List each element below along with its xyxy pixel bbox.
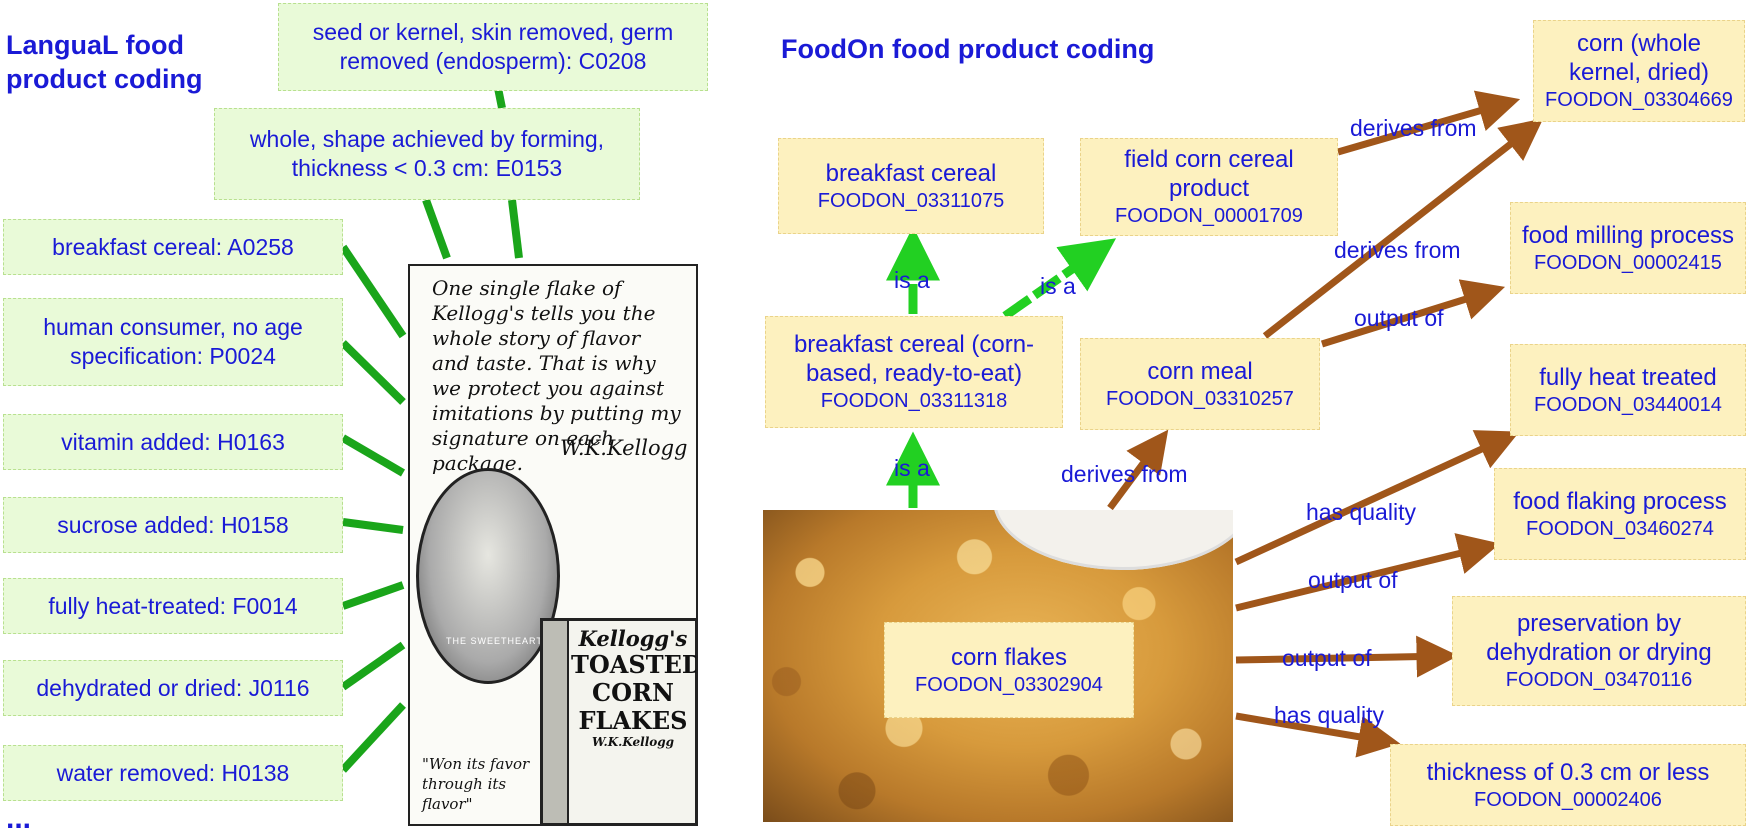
term-label: corn (whole kernel, dried) xyxy=(1568,30,1710,86)
langual-connector-8 xyxy=(340,702,406,773)
term-id: FOODON_00002406 xyxy=(1474,788,1662,811)
langual-code-box: sucrose added: H0158 xyxy=(3,497,343,553)
foodon-heading: FoodOn food product coding xyxy=(781,34,1155,64)
term-label: breakfast cereal (corn-based, ready-to-e… xyxy=(793,331,1035,387)
output-arrow-milling xyxy=(1320,279,1506,348)
term-label: corn flakes xyxy=(950,643,1068,671)
term-label: food milling process xyxy=(1521,221,1735,249)
package-line2: CORN xyxy=(592,678,674,707)
langual-connector-1a xyxy=(422,198,451,260)
langual-code-box: water removed: H0138 xyxy=(3,745,343,801)
foodon-term-fully-heat-treated: fully heat treated FOODON_03440014 xyxy=(1510,344,1746,436)
term-label: food flaking process xyxy=(1513,487,1727,515)
langual-code-box: human consumer, no age specification: P0… xyxy=(3,298,343,386)
term-id: FOODON_00001709 xyxy=(1115,205,1303,227)
langual-code-box: whole, shape achieved by forming, thickn… xyxy=(214,108,640,200)
package-signature: W.K.Kellogg xyxy=(591,735,675,749)
langual-connector-3 xyxy=(340,340,406,405)
relation-label-derives-from: derives from xyxy=(1061,461,1188,487)
is-a-arrow-fieldcorn xyxy=(1002,238,1117,320)
term-id: FOODON_03302904 xyxy=(915,673,1103,696)
term-label: thickness of 0.3 cm or less xyxy=(1426,758,1710,786)
foodon-term-field-corn: field corn cereal product FOODON_0000170… xyxy=(1080,138,1338,236)
portrait-caption: THE SWEETHEART OF THE CORN xyxy=(446,636,620,646)
relation-label-is-a: is a xyxy=(894,267,930,293)
foodon-term-dehydration: preservation by dehydration or drying FO… xyxy=(1452,596,1746,706)
langual-code-text: vitamin added: H0163 xyxy=(61,428,285,455)
foodon-term-corn-flakes: corn flakes FOODON_03302904 xyxy=(884,622,1134,718)
langual-connector-4 xyxy=(340,434,406,477)
langual-connector-2 xyxy=(339,244,407,339)
output-arrow-drying xyxy=(1235,635,1459,678)
langual-code-text: fully heat-treated: F0014 xyxy=(48,592,298,619)
foodon-term-food-flaking: food flaking process FOODON_03460274 xyxy=(1494,468,1746,560)
langual-code-box: dehydrated or dried: J0116 xyxy=(3,660,343,716)
derives-arrow-cornflakes xyxy=(1107,429,1169,511)
term-label: breakfast cereal xyxy=(825,159,997,187)
relation-label-derives-from: derives from xyxy=(1350,115,1477,141)
quality-arrow-heat xyxy=(1234,430,1520,566)
langual-code-text: dehydrated or dried: J0116 xyxy=(36,674,310,701)
relation-label-output-of: output of xyxy=(1282,645,1372,671)
langual-connector-7 xyxy=(340,641,406,691)
relation-label-derives-from: derives from xyxy=(1334,237,1461,263)
package-brand: Kellogg's xyxy=(578,626,688,651)
langual-code-text: human consumer, no age specification: P0… xyxy=(43,314,303,369)
term-label: corn meal xyxy=(1147,357,1253,385)
langual-code-box: seed or kernel, skin removed, germ remov… xyxy=(278,3,708,91)
langual-code-text: water removed: H0138 xyxy=(56,759,290,786)
output-arrow-flaking xyxy=(1235,533,1501,612)
advertisement-quote: "Won its favor through its flavor" xyxy=(422,755,530,813)
foodon-term-thickness: thickness of 0.3 cm or less FOODON_00002… xyxy=(1390,744,1746,826)
kelloggs-advertisement: One single flake of Kellogg's tells you … xyxy=(408,264,698,826)
langual-connector-1b xyxy=(508,199,523,259)
term-id: FOODON_03470116 xyxy=(1505,669,1693,691)
relation-label-output-of: output of xyxy=(1308,567,1398,593)
langual-code-text: breakfast cereal: A0258 xyxy=(52,233,294,260)
package-line1: TOASTED xyxy=(571,650,698,679)
term-id: FOODON_03304669 xyxy=(1545,89,1733,111)
foodon-term-corn-meal: corn meal FOODON_03310257 xyxy=(1080,338,1320,430)
package-front: Kellogg's TOASTED CORN FLAKES W.K.Kellog… xyxy=(571,626,698,750)
term-label: fully heat treated xyxy=(1539,363,1717,391)
relation-label-has-quality: has quality xyxy=(1306,499,1416,525)
term-id: FOODON_03460274 xyxy=(1526,517,1714,540)
term-label: preservation by dehydration or drying xyxy=(1486,610,1712,666)
langual-heading: LanguaL food product coding xyxy=(6,30,203,94)
langual-connector-6 xyxy=(341,581,405,610)
foodon-term-food-milling: food milling process FOODON_00002415 xyxy=(1510,202,1746,294)
langual-code-text: whole, shape achieved by forming, thickn… xyxy=(249,126,605,181)
foodon-term-breakfast-cereal-corn: breakfast cereal (corn-based, ready-to-e… xyxy=(765,316,1063,428)
langual-connector-0 xyxy=(494,87,506,109)
cereal-package-image: Kellogg's TOASTED CORN FLAKES W.K.Kellog… xyxy=(540,618,698,824)
langual-code-box: vitamin added: H0163 xyxy=(3,414,343,470)
derives-arrow-cornmeal xyxy=(1262,118,1544,339)
relation-label-has-quality: has quality xyxy=(1274,702,1384,728)
relation-label-is-a: is a xyxy=(894,455,930,481)
relation-label-output-of: output of xyxy=(1354,305,1444,331)
advertisement-script-text: One single flake of Kellogg's tells you … xyxy=(432,276,681,475)
langual-code-text: seed or kernel, skin removed, germ remov… xyxy=(312,19,674,74)
term-id: FOODON_03310257 xyxy=(1106,387,1294,410)
quality-arrow-thickness xyxy=(1235,712,1401,758)
foodon-term-corn-whole-kernel: corn (whole kernel, dried) FOODON_033046… xyxy=(1533,20,1745,122)
term-id: FOODON_03311075 xyxy=(817,189,1005,212)
package-line3: FLAKES xyxy=(578,706,688,735)
relation-label-is-a: is a xyxy=(1040,273,1076,299)
term-id: FOODON_03440014 xyxy=(1534,393,1722,416)
package-side xyxy=(543,621,569,823)
derives-arrow-fieldcorn xyxy=(1337,90,1521,156)
langual-code-box: breakfast cereal: A0258 xyxy=(3,219,343,275)
more-indicator: ... xyxy=(6,802,32,835)
langual-connector-5 xyxy=(342,518,404,534)
term-label: field corn cereal product xyxy=(1124,146,1294,202)
langual-code-text: sucrose added: H0158 xyxy=(57,511,289,538)
advertisement-signature: W.K.Kellogg xyxy=(560,436,688,460)
foodon-term-breakfast-cereal: breakfast cereal FOODON_03311075 xyxy=(778,138,1044,234)
term-id: FOODON_00002415 xyxy=(1534,251,1722,274)
portrait-oval-image xyxy=(416,468,560,684)
langual-code-box: fully heat-treated: F0014 xyxy=(3,578,343,634)
term-id: FOODON_03311318 xyxy=(820,390,1008,412)
